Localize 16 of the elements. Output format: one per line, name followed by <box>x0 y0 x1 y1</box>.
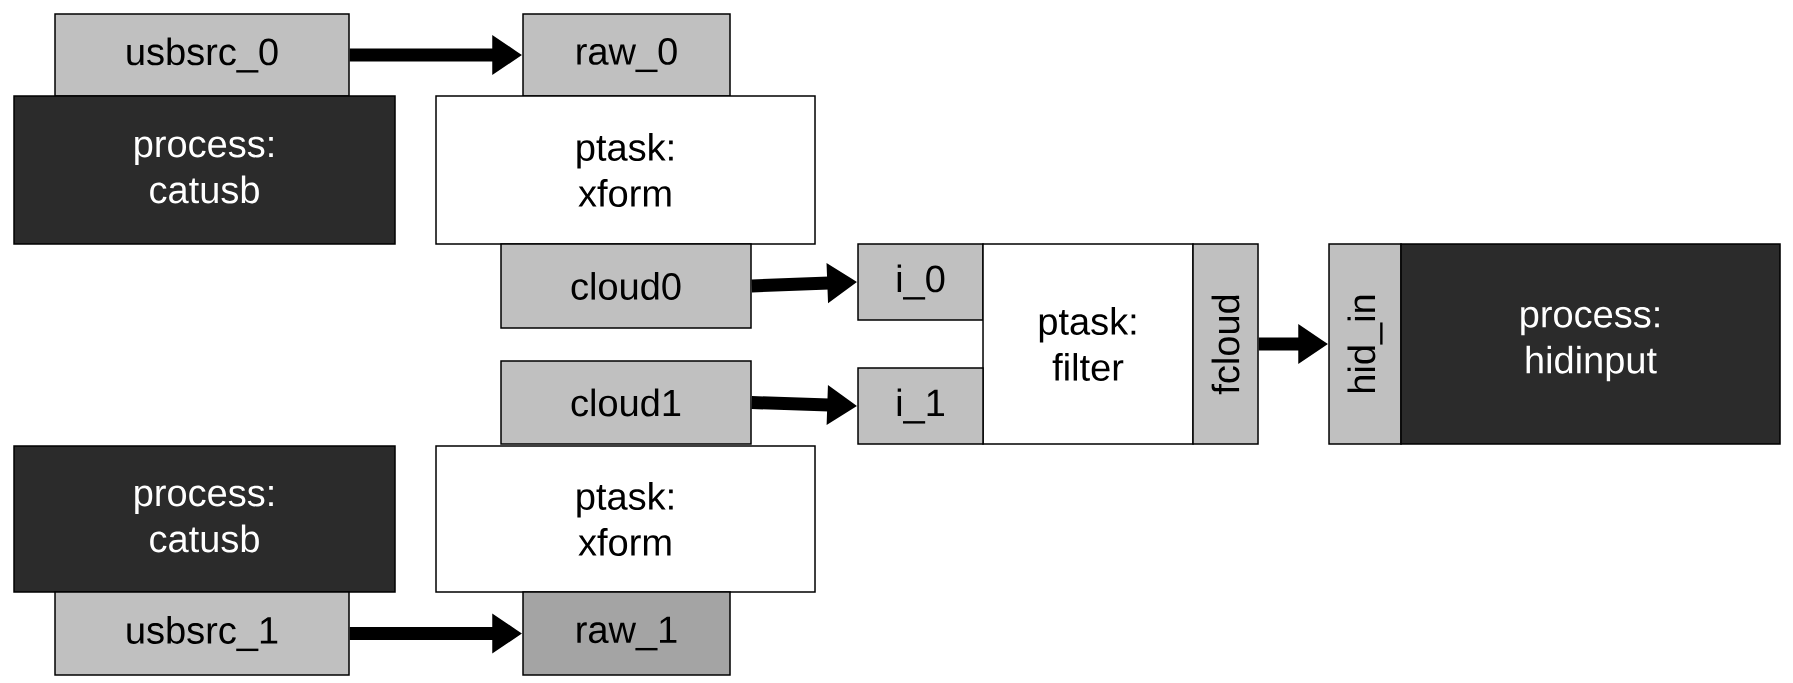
port-box: raw_1 <box>522 591 731 676</box>
port-box: fcloud <box>1192 243 1259 445</box>
process-box: process: hidinput <box>1400 243 1781 445</box>
port-box: i_0 <box>857 243 984 321</box>
port-box: hid_in <box>1328 243 1402 445</box>
task-box: ptask: xform <box>435 445 816 593</box>
port-box: cloud0 <box>500 243 752 329</box>
port-box: usbsrc_0 <box>54 13 350 97</box>
port-box: raw_0 <box>522 13 731 97</box>
port-box: cloud1 <box>500 360 752 445</box>
task-box: ptask: filter <box>982 243 1194 445</box>
task-box: ptask: xform <box>435 95 816 245</box>
port-box: i_1 <box>857 367 984 445</box>
process-box: process: catusb <box>13 95 396 245</box>
port-box: usbsrc_1 <box>54 591 350 676</box>
process-box: process: catusb <box>13 445 396 593</box>
